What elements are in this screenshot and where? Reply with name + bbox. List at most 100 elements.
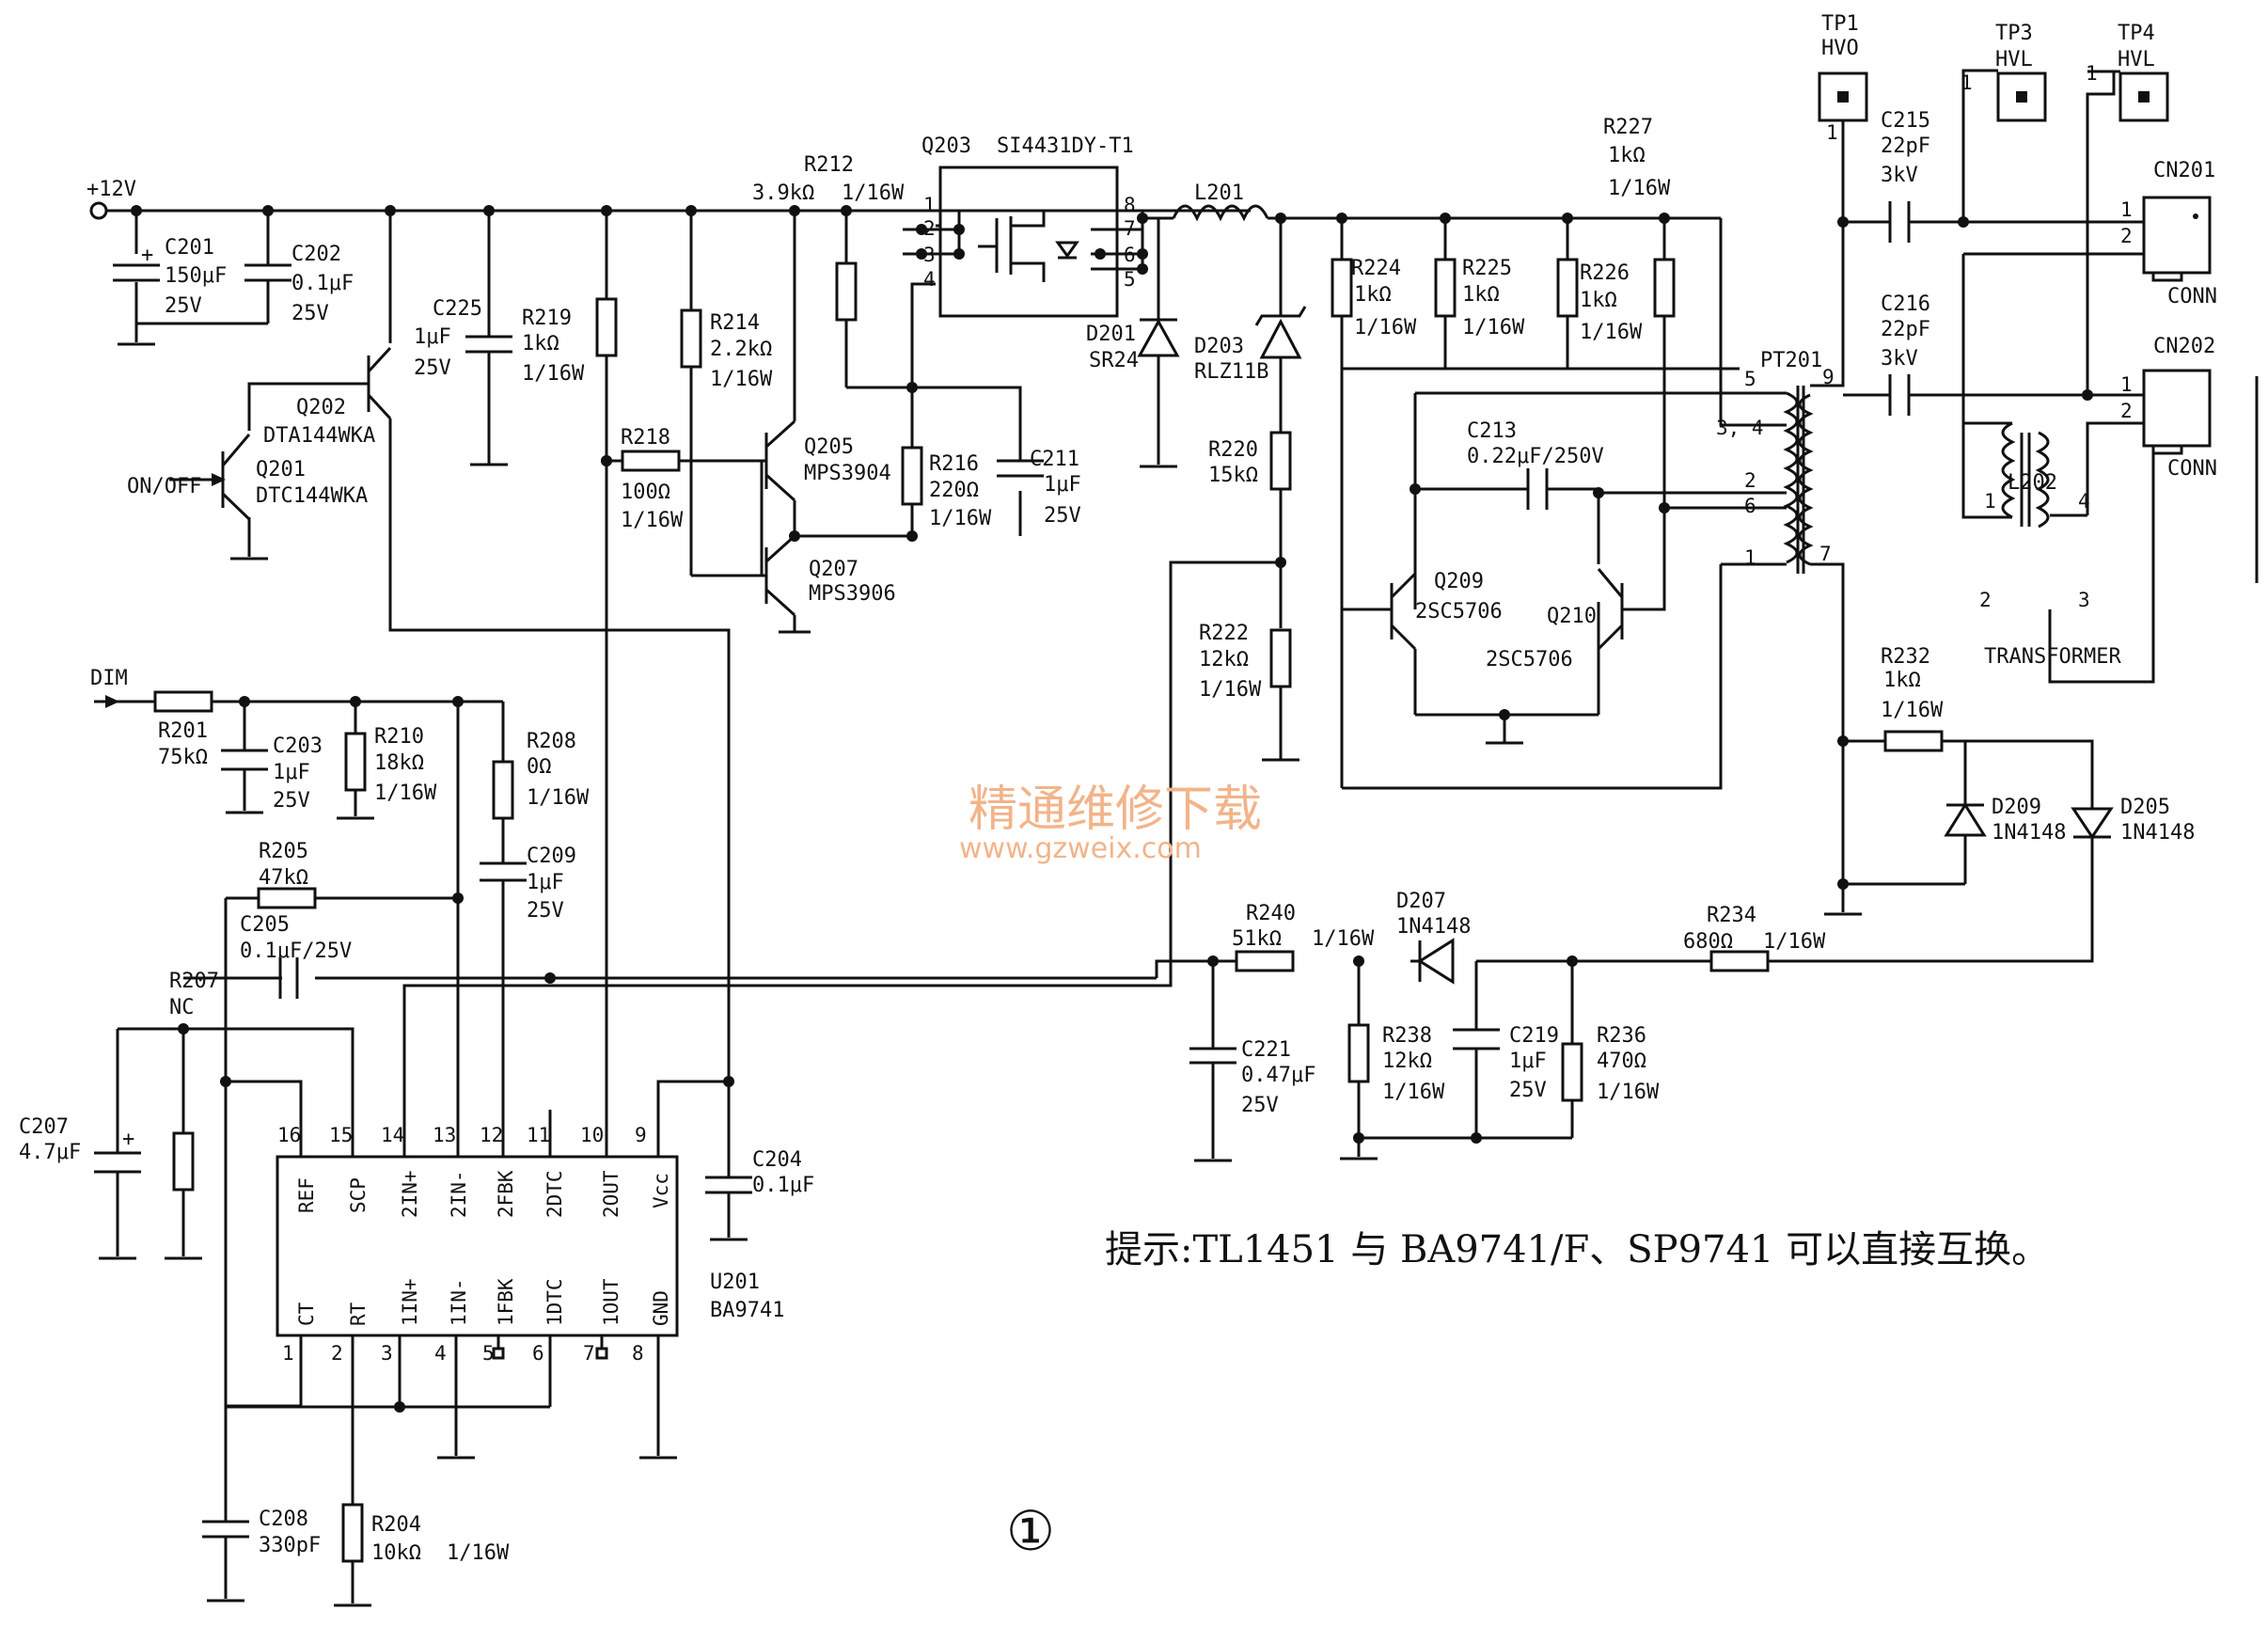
- r219-rating: 1/16W: [522, 362, 585, 386]
- q205-part: MPS3904: [804, 462, 891, 485]
- r226-rating: 1/16W: [1580, 321, 1643, 344]
- c202-ref: C202: [291, 243, 341, 266]
- r210-ref: R210: [374, 725, 424, 749]
- ic-pin6: 6: [532, 1342, 544, 1365]
- c216-value: 22pF: [1881, 318, 1930, 341]
- r238-value: 12kΩ: [1382, 1050, 1432, 1073]
- tp3-pin: 1: [1961, 71, 1973, 94]
- tp1-net: HVO: [1821, 37, 1859, 60]
- q203-pin7: 7: [1124, 217, 1136, 240]
- cn202-pin2: 2: [2120, 400, 2133, 422]
- q207-part: MPS3906: [809, 582, 896, 606]
- labels: +12V ON/OFF DIM C201 150μF 25V C202 0.1μ…: [19, 12, 2217, 1565]
- q202-part: DTA144WKA: [263, 424, 375, 448]
- c207-plus: +: [122, 1128, 134, 1151]
- r224-value: 1kΩ: [1354, 283, 1392, 307]
- d209-part: 1N4148: [1992, 821, 2066, 845]
- r219-ref: R219: [522, 307, 572, 330]
- c216-ref: C216: [1881, 292, 1930, 316]
- c208-value: 330pF: [259, 1534, 321, 1557]
- r225-rating: 1/16W: [1462, 316, 1525, 339]
- terminal-12v: [89, 201, 108, 220]
- c216-rating: 3kV: [1881, 347, 1918, 371]
- r240-value: 51kΩ: [1232, 927, 1282, 951]
- r210-value: 18kΩ: [374, 751, 424, 775]
- label-dim: DIM: [90, 667, 128, 690]
- c221-rating: 25V: [1241, 1094, 1279, 1117]
- connectors: [2142, 196, 2212, 455]
- ic-pin11: 11: [527, 1124, 550, 1146]
- cn201-ref: CN201: [2153, 159, 2215, 182]
- q201-part: DTC144WKA: [256, 484, 368, 508]
- r226-ref: R226: [1580, 261, 1630, 285]
- q203-pin8: 8: [1124, 194, 1136, 216]
- c211-rating: 25V: [1044, 504, 1081, 528]
- c209-rating: 25V: [527, 899, 564, 923]
- ic-pin-2inm-name: 2IN-: [448, 1170, 470, 1218]
- diode-symbols: [1137, 306, 2114, 985]
- r216-ref: R216: [929, 452, 979, 476]
- l202-pin3: 3: [2078, 589, 2090, 611]
- tp1-ref: TP1: [1821, 12, 1859, 36]
- l202-transformer: [1961, 395, 2050, 529]
- c201-plus: +: [141, 244, 153, 267]
- c225-ref: C225: [433, 297, 482, 321]
- ic-pin-gnd-name: GND: [650, 1290, 672, 1326]
- r236-rating: 1/16W: [1597, 1081, 1660, 1104]
- r224-ref: R224: [1351, 257, 1401, 280]
- r240-ref: R240: [1246, 902, 1296, 925]
- r222-value: 12kΩ: [1199, 648, 1249, 671]
- r212-ref: R212: [804, 153, 854, 177]
- transistor-symbols: [221, 346, 1624, 651]
- r205-ref: R205: [259, 840, 308, 863]
- cn202-name: CONN: [2167, 457, 2217, 481]
- r227-ref: R227: [1603, 116, 1653, 139]
- r225-value: 1kΩ: [1462, 283, 1500, 307]
- ic-pin8: 8: [632, 1342, 644, 1365]
- r227-value: 1kΩ: [1608, 144, 1646, 167]
- ic-pin3: 3: [381, 1342, 393, 1365]
- r220-value: 15kΩ: [1208, 464, 1258, 487]
- q203-pin5: 5: [1124, 268, 1136, 291]
- ic-pin9: 9: [635, 1124, 647, 1146]
- pt201-ref: PT201: [1760, 349, 1822, 372]
- d203-ref: D203: [1194, 335, 1244, 358]
- pt201-pin5: 5: [1744, 368, 1756, 390]
- cn201-pin2: 2: [2120, 225, 2133, 247]
- capacitor-symbols: [94, 201, 1911, 1539]
- c215-rating: 3kV: [1881, 164, 1918, 187]
- pt201-pin34: 3, 4: [1716, 417, 1764, 439]
- r212-value: 3.9kΩ: [752, 182, 814, 205]
- d209-ref: D209: [1992, 796, 2041, 819]
- pt201-pin1: 1: [1744, 546, 1756, 569]
- c225-value: 1μF: [414, 325, 451, 349]
- l201-ref: L201: [1194, 182, 1244, 205]
- ic-pin-1inm-name: 1IN-: [448, 1278, 470, 1326]
- ic-pin-2inp-name: 2IN+: [399, 1170, 421, 1218]
- ic-pin-lines: [299, 1110, 660, 1360]
- ic-u201-body: [276, 1155, 679, 1337]
- r204-value: 10kΩ: [371, 1541, 421, 1565]
- r224-rating: 1/16W: [1354, 316, 1417, 339]
- figure-number: ①: [1006, 1499, 1055, 1563]
- tp3-net: HVL: [1995, 48, 2033, 71]
- r238-ref: R238: [1382, 1024, 1432, 1048]
- tp4-net: HVL: [2118, 48, 2155, 71]
- ic-pin5: 5: [482, 1342, 495, 1365]
- c203-rating: 25V: [273, 789, 310, 813]
- c221-value: 0.47μF: [1241, 1064, 1315, 1087]
- c207-ref: C207: [19, 1115, 69, 1139]
- c215-ref: C215: [1881, 109, 1930, 133]
- r219-value: 1kΩ: [522, 332, 559, 355]
- pt201-transformer: [1783, 386, 1814, 574]
- r214-value: 2.2kΩ: [710, 338, 772, 361]
- r234-value: 680Ω: [1683, 930, 1733, 954]
- r234-ref: R234: [1707, 904, 1756, 927]
- r210-rating: 1/16W: [374, 782, 437, 805]
- r208-rating: 1/16W: [527, 786, 590, 810]
- r220-ref: R220: [1208, 438, 1258, 462]
- r232-ref: R232: [1881, 645, 1930, 669]
- c203-value: 1μF: [273, 761, 310, 784]
- r204-rating: 1/16W: [447, 1541, 510, 1565]
